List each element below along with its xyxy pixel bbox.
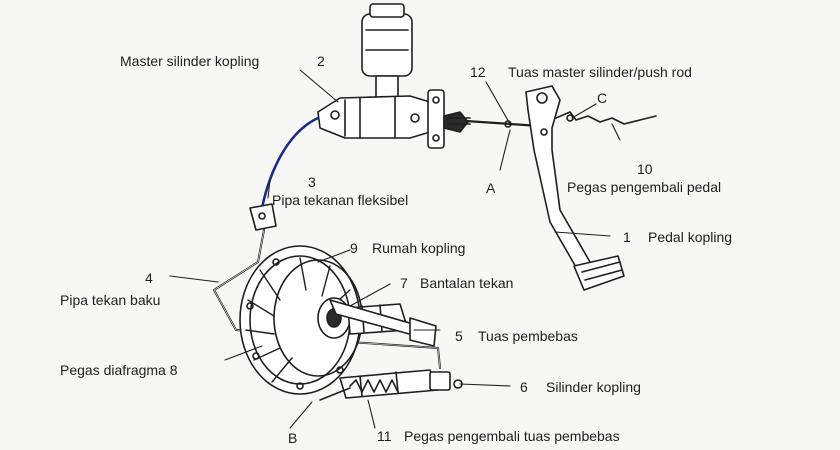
pedal-return-spring — [555, 111, 657, 125]
number-9: 9 — [350, 240, 358, 256]
leader-lines — [169, 69, 621, 429]
master-cylinder — [317, 89, 471, 149]
label-clutch-housing: Rumah kopling — [372, 240, 466, 256]
number-4: 4 — [145, 270, 153, 286]
fork-return-spring — [349, 379, 399, 393]
flexible-hose — [260, 116, 320, 210]
slave-cylinder — [319, 369, 463, 401]
number-2: 2 — [317, 53, 325, 69]
label-diaphragm-spring: Pegas diafragma 8 — [60, 362, 178, 378]
fluid-reservoir — [361, 3, 413, 99]
label-flexible-pipe: Pipa tekanan fleksibel — [272, 192, 409, 208]
clutch-pedal-shape — [525, 85, 625, 291]
label-push-rod: Tuas master silinder/push rod — [508, 64, 692, 80]
letter-b: B — [288, 430, 298, 446]
label-release-bearing: Bantalan tekan — [420, 275, 514, 291]
release-fork-shape — [329, 299, 437, 347]
number-6: 6 — [520, 379, 528, 395]
letter-a: A — [486, 180, 496, 196]
number-3: 3 — [308, 174, 316, 190]
number-12: 12 — [470, 64, 486, 80]
number-10: 10 — [637, 161, 653, 177]
label-release-fork: Tuas pembebas — [478, 328, 578, 344]
label-fork-return-spring: Pegas pengembali tuas pembebas — [404, 428, 620, 444]
number-7: 7 — [400, 275, 408, 291]
label-clutch-pedal: Pedal kopling — [648, 229, 733, 245]
number-11: 11 — [377, 428, 392, 444]
push-rod — [464, 119, 542, 128]
pipe-bracket — [249, 203, 277, 231]
label-rigid-pipe: Pipa tekan baku — [60, 292, 161, 308]
label-pedal-return-spring: Pegas pengembali pedal — [567, 179, 722, 195]
letter-c: C — [597, 90, 608, 106]
number-5: 5 — [455, 328, 463, 344]
label-master-cylinder: Master silinder kopling — [120, 53, 260, 69]
label-slave-cylinder: Silinder kopling — [546, 379, 641, 395]
number-1: 1 — [623, 229, 631, 245]
